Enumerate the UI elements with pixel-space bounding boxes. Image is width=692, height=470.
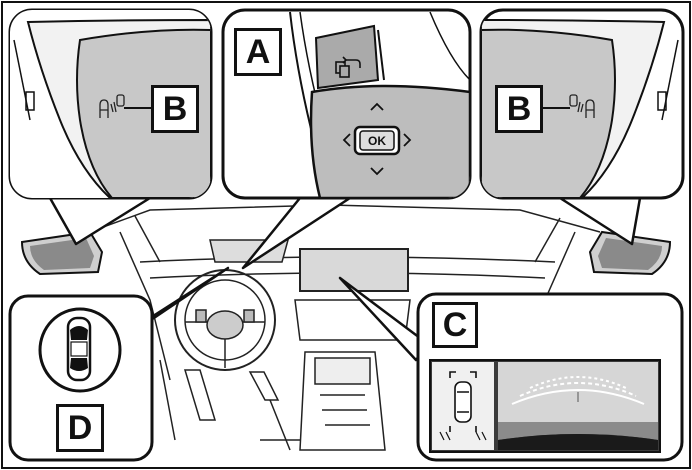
callout-wedges bbox=[48, 196, 642, 362]
right-side-mirror bbox=[588, 230, 672, 276]
ok-button-label: OK bbox=[368, 134, 386, 148]
left-side-mirror bbox=[20, 230, 104, 276]
return-icon bbox=[335, 56, 361, 78]
blind-spot-monitor-icon bbox=[99, 94, 125, 118]
chevron-down-icon bbox=[370, 167, 384, 176]
callout-label-c: C bbox=[432, 302, 478, 348]
car-top-view-icon bbox=[66, 316, 92, 382]
callout-label-b-right: B bbox=[495, 85, 543, 133]
chevron-right-icon bbox=[403, 133, 412, 147]
panel-camera-view bbox=[416, 292, 684, 462]
callout-label-a: A bbox=[234, 28, 282, 76]
panel-left-mirror bbox=[8, 8, 213, 200]
callout-label-b-left: B bbox=[151, 85, 199, 133]
blind-spot-monitor-icon bbox=[569, 94, 595, 118]
panel-steering-switch: OK bbox=[221, 8, 472, 200]
direction-arrows bbox=[342, 102, 412, 176]
chevron-up-icon bbox=[370, 102, 384, 111]
chevron-left-icon bbox=[342, 133, 351, 147]
ok-button[interactable]: OK bbox=[353, 125, 401, 156]
panel-indicator bbox=[8, 294, 154, 462]
panel-right-mirror bbox=[479, 8, 685, 200]
dashboard-scene bbox=[94, 204, 641, 451]
callout-label-d: D bbox=[56, 404, 104, 452]
car-top-view-icon bbox=[439, 371, 487, 441]
